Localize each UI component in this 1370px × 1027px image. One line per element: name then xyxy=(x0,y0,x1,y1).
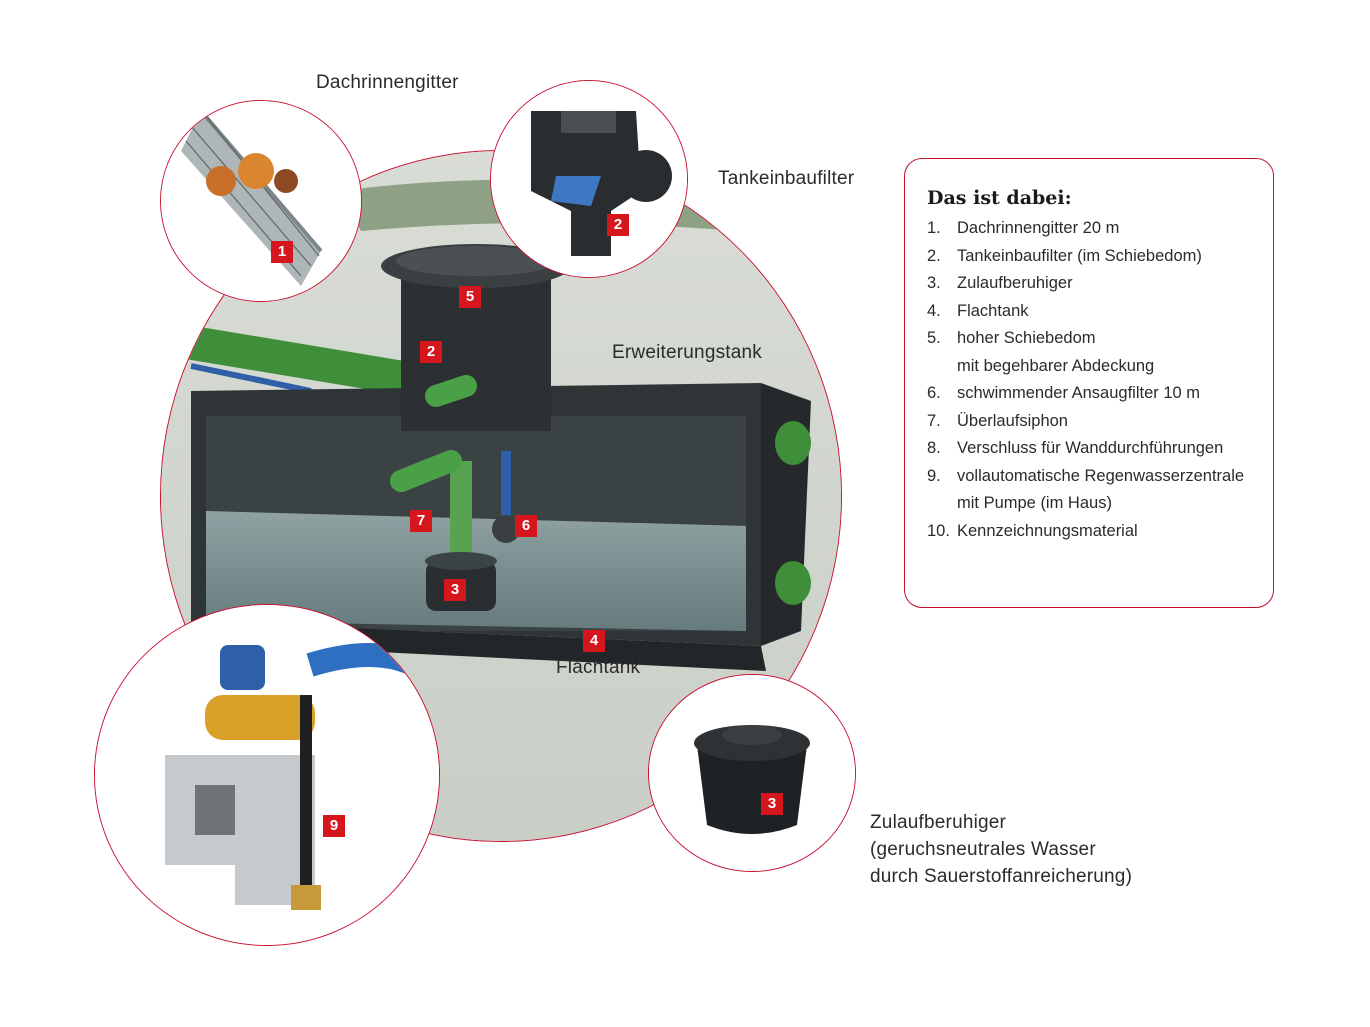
caption-erweiterungstank: Erweiterungstank xyxy=(612,342,762,363)
badge-3-tank: 3 xyxy=(444,579,466,601)
pump-station-illustration xyxy=(95,605,439,945)
caption-flachtank: Flachtank xyxy=(556,657,641,678)
caption-zulaufberuhiger-1: Zulaufberuhiger xyxy=(870,812,1007,833)
list-item: 3.Zulaufberuhiger xyxy=(927,274,1073,292)
pump-station-circle: 9 xyxy=(94,604,440,946)
badge-2-dome: 2 xyxy=(420,341,442,363)
badge-9: 9 xyxy=(323,815,345,837)
list-item: 10.Kennzeichnungsmaterial xyxy=(927,521,1138,540)
badge-3-circle: 3 xyxy=(761,793,783,815)
caption-zulaufberuhiger-2: (geruchsneutrales Wasser xyxy=(870,839,1096,860)
badge-2-filter: 2 xyxy=(607,214,629,236)
inlet-calmer-illustration xyxy=(649,675,855,871)
badge-6: 6 xyxy=(515,515,537,537)
gutter-grid-circle: 1 xyxy=(160,100,362,302)
contents-list: 1.Dachrinnengitter 20 m 2.Tankeinbaufilt… xyxy=(927,215,1267,545)
caption-zulaufberuhiger-3: durch Sauerstoffanreicherung) xyxy=(870,866,1133,887)
caption-dachrinnengitter: Dachrinnengitter xyxy=(316,72,459,93)
tank-filter-illustration xyxy=(491,81,687,277)
contents-infobox: Das ist dabei: 1.Dachrinnengitter 20 m 2… xyxy=(904,158,1274,608)
list-item: 7.Überlaufsiphon xyxy=(927,411,1068,430)
tank-filter-circle: 2 xyxy=(490,80,688,278)
list-item: 6.schwimmender Ansaugfilter 10 m xyxy=(927,384,1201,402)
list-item: 8.Verschluss für Wanddurchführungen xyxy=(927,439,1224,457)
list-item: 4.Flachtank xyxy=(927,301,1029,320)
caption-tankeinbaufilter: Tankeinbaufilter xyxy=(718,168,855,189)
list-item: 1.Dachrinnengitter 20 m xyxy=(927,219,1120,237)
badge-1: 1 xyxy=(271,241,293,263)
badge-4: 4 xyxy=(583,630,605,652)
badge-7: 7 xyxy=(410,510,432,532)
inlet-calmer-circle: 3 xyxy=(648,674,856,872)
infobox-title: Das ist dabei: xyxy=(927,187,1072,209)
badge-5: 5 xyxy=(459,286,481,308)
gutter-grid-illustration xyxy=(161,101,361,301)
list-item: 2.Tankeinbaufilter (im Schiebedom) xyxy=(927,246,1202,265)
